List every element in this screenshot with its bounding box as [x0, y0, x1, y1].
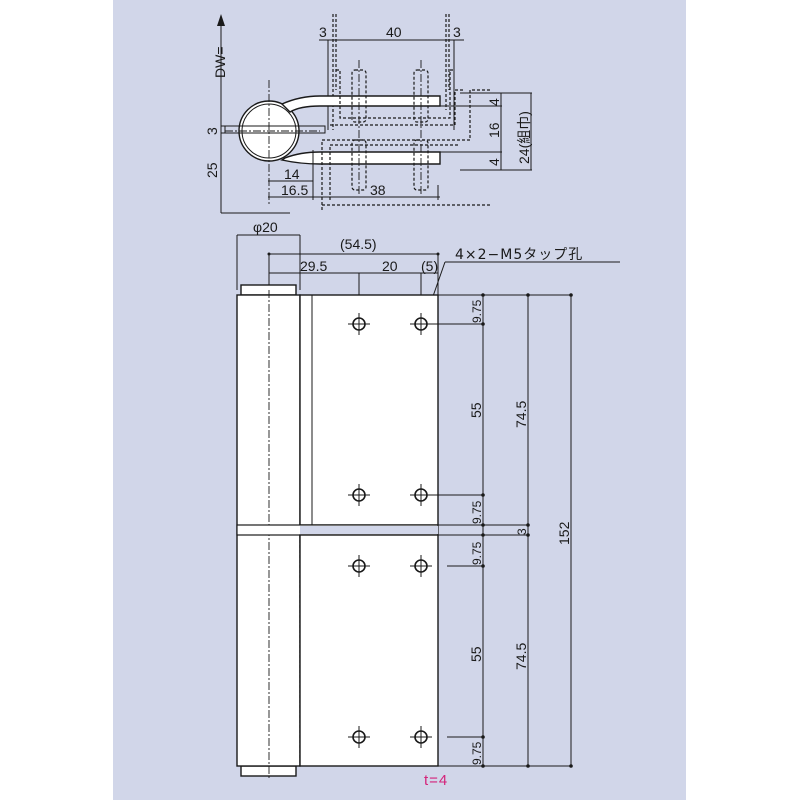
dim-20: 20: [382, 258, 398, 274]
tap-hole-note: 4×2−M5タップ孔: [455, 247, 583, 263]
dim-right-24: 24(組巾): [516, 111, 532, 164]
dim-5: (5): [421, 258, 438, 274]
dim-upper-leaf-74-5: 74.5: [513, 401, 529, 428]
dim-top-3-left: 3: [319, 24, 327, 40]
dim-top-3-right: 3: [453, 24, 461, 40]
dim-29-5: 29.5: [300, 258, 327, 274]
elevation-view: φ20 (54.5) 29.5 20 (5) 4×2−M5タップ孔: [236, 219, 620, 789]
dim-lower-leaf-74-5: 74.5: [513, 643, 529, 670]
dim-left-25: 25: [204, 162, 220, 178]
dim-overall-54-5: (54.5): [340, 236, 377, 252]
plan-view: DW= 3 25 3 40 3: [204, 14, 532, 214]
dim-right-16: 16: [486, 122, 502, 138]
dw-label: DW=: [212, 47, 228, 79]
dim-lower-pitch-55: 55: [468, 646, 484, 662]
dim-upper-bottom-9-75: 9.75: [470, 500, 484, 524]
dim-gap-3: 3: [515, 528, 529, 535]
dim-lower-top-9-75: 9.75: [470, 541, 484, 565]
dim-right-4-top: 4: [486, 98, 502, 106]
dim-bottom-14: 14: [284, 166, 300, 182]
dim-bottom-16-5: 16.5: [281, 182, 308, 198]
dim-phi20: φ20: [253, 219, 278, 235]
dim-upper-pitch-55: 55: [468, 402, 484, 418]
dim-upper-top-9-75: 9.75: [470, 299, 484, 323]
dim-bottom-38: 38: [370, 182, 386, 198]
dim-right-4-bottom: 4: [486, 158, 502, 166]
dim-total-152: 152: [556, 521, 572, 545]
dim-top-40: 40: [386, 24, 402, 40]
dim-lower-bottom-9-75: 9.75: [470, 741, 484, 765]
dim-left-3: 3: [204, 127, 220, 135]
tap-hole-icon: [348, 313, 432, 748]
arrow-up-icon: [217, 14, 225, 26]
thickness-label: t=4: [424, 772, 448, 789]
